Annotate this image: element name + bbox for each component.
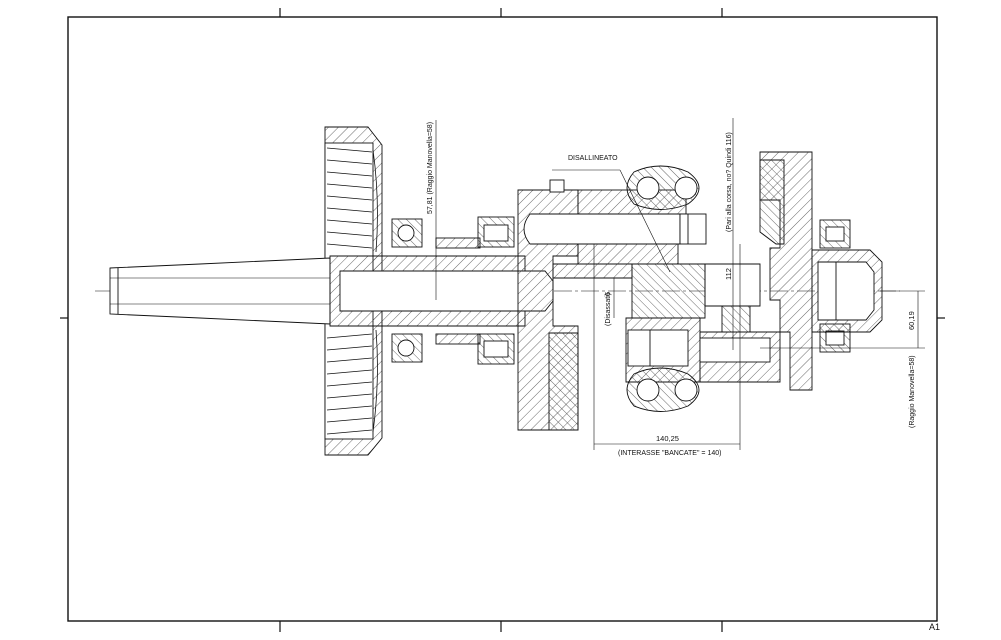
crank-web-right [704,151,813,391]
dimension-lines [435,118,925,450]
conrod-upper [626,165,700,210]
label-raggio-left: 57,81 (Raggio Manovella=58) [427,122,434,214]
label-dim-6019: 60,19 [907,311,916,330]
sheet-frame [60,8,945,632]
label-interasse: (INTERASSE "BANCATE" = 140) [618,450,721,457]
label-dim-6: 6 [603,292,612,296]
main-shaft [109,255,554,327]
label-disassati: (Disassati) [605,293,612,326]
label-raggio-right: (Raggio Manovella=58) [909,355,916,428]
conrod-lower [626,367,700,412]
drawing-border [67,16,938,622]
label-dim-14025: 140,25 [656,434,679,443]
sheet-size-code: A1 [929,622,940,632]
label-disallineato: DISALLINEATO [568,155,618,162]
label-pari-corsa: (Pari alla corsa, no? Quindi 116) [726,132,733,232]
crank-web-left [517,179,579,431]
left-bearings [391,216,515,365]
label-dim-112: 112 [724,268,733,280]
right-bearings [811,219,883,353]
